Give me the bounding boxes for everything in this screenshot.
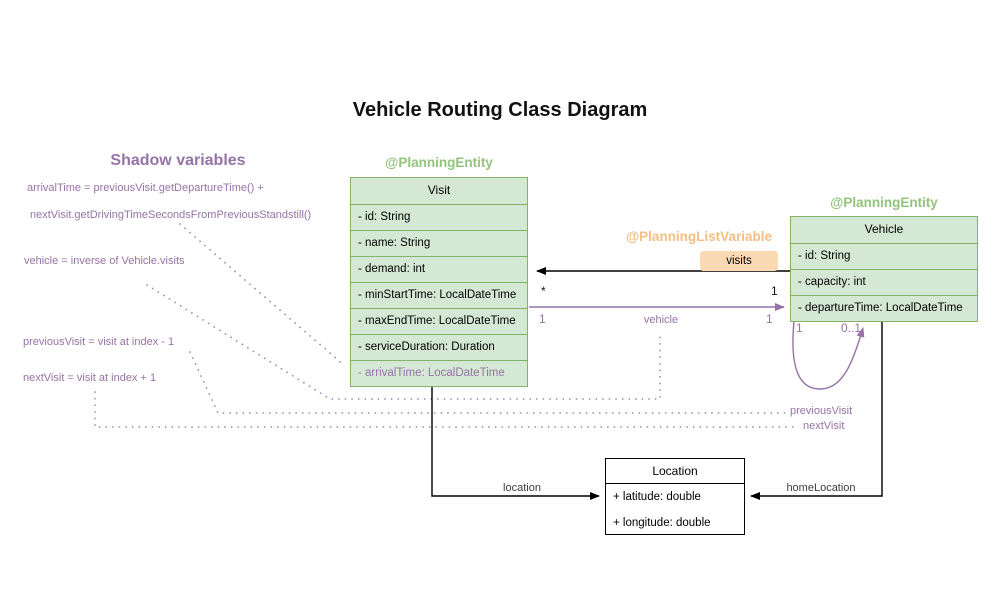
vehicle-reference-label: vehicle <box>643 314 679 326</box>
location-class-box: Location + latitude: double + longitude:… <box>605 458 745 535</box>
visit-attr-name: - name: String <box>351 230 527 256</box>
vehicle-class-name: Vehicle <box>864 222 904 236</box>
location-reference-label: location <box>503 482 541 494</box>
vehicle-ref-multiplicity-left: 1 <box>539 312 546 326</box>
visit-attr-id: - id: String <box>351 204 527 230</box>
visit-attr-demand: - demand: int <box>351 256 527 282</box>
visit-attr-minstarttime: - minStartTime: LocalDateTime <box>351 282 527 308</box>
visit-attr-serviceduration: - serviceDuration: Duration <box>351 334 527 360</box>
vehicle-attr-departuretime: - departureTime: LocalDateTime <box>791 295 977 321</box>
dotted-link-nextvisit <box>94 391 800 428</box>
visits-multiplicity-visit-end: * <box>541 284 546 298</box>
visits-multiplicity-vehicle-end: 1 <box>771 284 778 298</box>
vehicle-attr-capacity: - capacity: int <box>791 269 977 295</box>
vehicle-ref-multiplicity-right: 1 <box>766 312 773 326</box>
shadow-note-nextvisit: nextVisit = visit at index + 1 <box>23 372 157 384</box>
visit-chain-multiplicity-source: 1 <box>796 321 803 335</box>
location-attr-longitude: + longitude: double <box>613 517 711 529</box>
vehicle-attr-id: - id: String <box>791 243 977 269</box>
vehicle-planning-entity-annotation: @PlanningEntity <box>830 195 938 210</box>
shadow-note-arrivaltime-line2: nextVisit.getDrivingTimeSecondsFromPrevi… <box>30 209 312 221</box>
location-attr-latitude: + latitude: double <box>613 491 701 503</box>
shadow-note-vehicle: vehicle = inverse of Vehicle.visits <box>24 255 185 267</box>
visits-association-label: visits <box>700 251 778 271</box>
visit-attr-arrivaltime-shadow: - arrivalTime: LocalDateTime <box>351 360 527 386</box>
visit-class-box: Visit - id: String - name: String - dema… <box>350 177 528 387</box>
visit-class-name: Visit <box>427 183 451 197</box>
previousvisit-label: previousVisit <box>790 405 853 417</box>
visit-chain-multiplicity-target: 0..1 <box>841 321 862 335</box>
shadow-note-previousvisit: previousVisit = visit at index - 1 <box>23 336 175 348</box>
diagram-title: Vehicle Routing Class Diagram <box>352 99 648 121</box>
nextvisit-label: nextVisit <box>803 420 845 432</box>
visit-attr-maxendtime: - maxEndTime: LocalDateTime <box>351 308 527 334</box>
planning-list-variable-annotation: @PlanningListVariable <box>626 229 772 244</box>
location-connector-line <box>431 385 600 500</box>
home-location-reference-label: homeLocation <box>786 482 856 494</box>
visit-planning-entity-annotation: @PlanningEntity <box>385 155 493 170</box>
location-class-name: Location <box>606 459 744 484</box>
dotted-link-arrivaltime <box>179 223 346 367</box>
shadow-variables-heading: Shadow variables <box>110 152 246 169</box>
shadow-note-arrivaltime-line1: arrivalTime = previousVisit.getDeparture… <box>27 182 264 194</box>
vehicle-class-box: Vehicle - id: String - capacity: int - d… <box>790 216 978 322</box>
